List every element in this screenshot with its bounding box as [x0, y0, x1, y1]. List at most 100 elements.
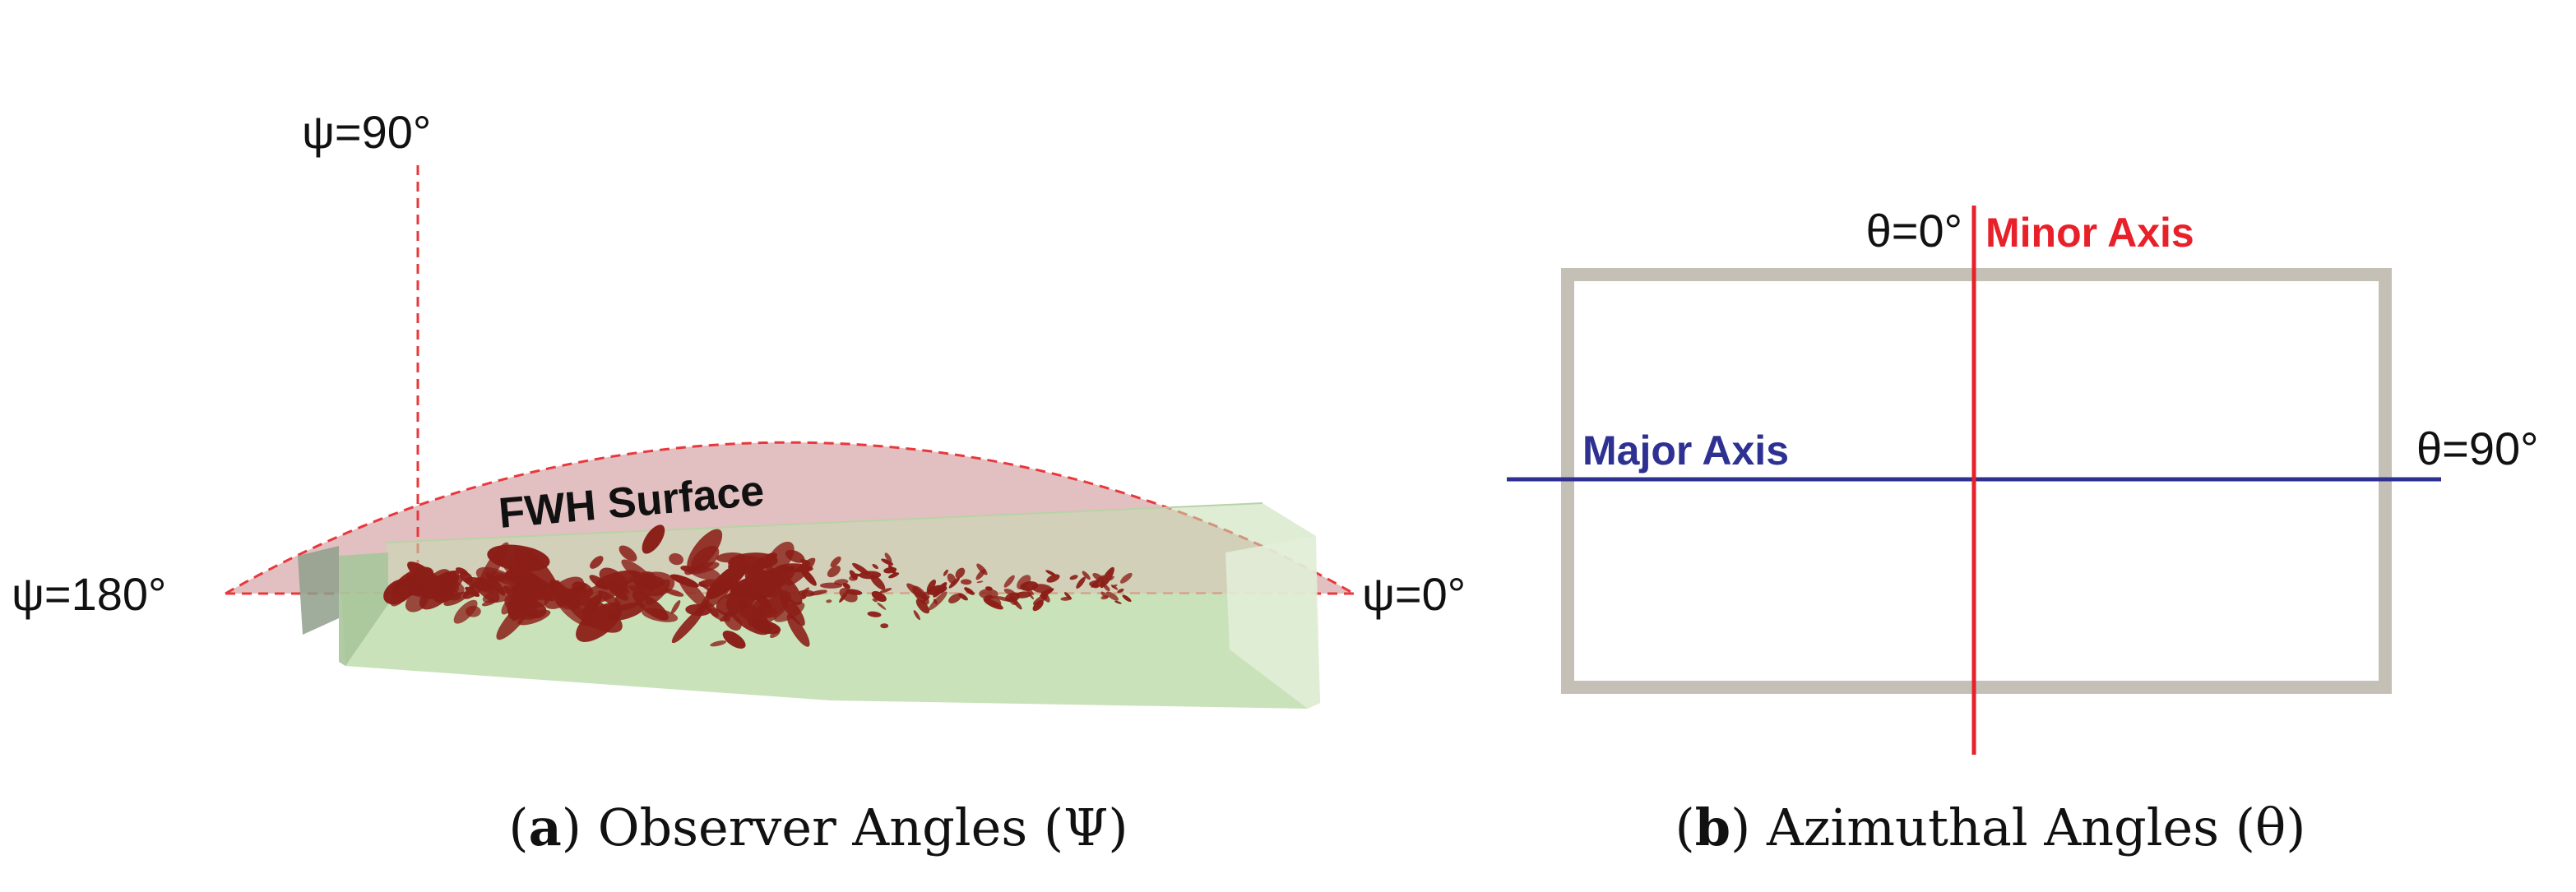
fwh-surface-top-face — [387, 503, 1316, 594]
vortex-blob — [800, 587, 809, 597]
vortex-blob — [716, 592, 749, 616]
vortex-blob — [485, 571, 506, 596]
vortex-blob — [698, 581, 712, 593]
vortex-blob — [872, 563, 879, 570]
panel-b-azimuthal-angles: θ=0° Minor Axis Major Axis θ=90° — [1507, 205, 2539, 755]
major-axis-label: Major Axis — [1582, 428, 1789, 474]
vortex-blob — [619, 545, 637, 562]
vortex-blob — [888, 572, 900, 579]
fwh-surface-front-face — [341, 594, 1320, 709]
vortex-blob — [1105, 591, 1119, 601]
vortex-blob — [961, 579, 972, 585]
vortex-blob — [689, 566, 720, 580]
vortex-blob — [976, 580, 984, 584]
vortex-blob — [1109, 575, 1114, 581]
vortex-blob — [786, 614, 810, 647]
fwh-surface-end-cap — [1225, 536, 1320, 709]
vortex-blob — [670, 600, 681, 614]
vortex-blob — [687, 529, 723, 571]
vortex-blob — [947, 573, 957, 585]
vortex-blob — [405, 591, 429, 612]
vortex-blob — [1060, 596, 1073, 601]
vortex-blob — [955, 567, 966, 579]
caption-b-letter: b — [1695, 797, 1730, 857]
vortex-blob — [1092, 573, 1104, 581]
vortex-blob — [1103, 584, 1110, 592]
vortex-blob — [1015, 591, 1031, 599]
vortex-blob — [1076, 576, 1086, 589]
vortex-blob — [921, 596, 930, 603]
vortex-blob — [926, 579, 936, 593]
vortex-blob — [915, 599, 930, 614]
vortex-blob — [710, 640, 727, 647]
vortex-blob — [983, 599, 1003, 610]
vortex-blob — [671, 607, 705, 644]
vortex-blob — [766, 541, 795, 575]
caption-a-letter: a — [529, 797, 562, 857]
vortex-blob — [830, 556, 841, 567]
panel-a-observer-angles: ψ=90° ψ=180° ψ=0° FWH Surface — [12, 106, 1466, 709]
vortex-blob — [614, 571, 656, 611]
nozzle — [298, 546, 339, 635]
vortex-blob — [582, 603, 595, 614]
vortex-blob — [390, 585, 410, 607]
vortex-blob — [872, 599, 878, 603]
vortex-blob — [859, 571, 882, 580]
vortex-blob — [933, 599, 938, 605]
theta-90-label: θ=90° — [2416, 423, 2539, 474]
vortex-blob — [507, 578, 539, 616]
vortex-blob — [722, 631, 746, 649]
vortex-blob — [1117, 589, 1124, 594]
vortex-blob — [881, 558, 894, 566]
vortex-blob — [800, 594, 807, 599]
vortex-blob — [880, 623, 889, 629]
vortex-blob — [1110, 585, 1119, 590]
vortex-blob — [929, 591, 947, 611]
vortex-blob — [491, 574, 512, 581]
vortex-blob — [771, 580, 780, 589]
vortex-blob — [443, 591, 469, 606]
vortex-blob — [508, 566, 547, 589]
vortex-blob — [1017, 575, 1031, 589]
vortex-blob — [1045, 570, 1056, 576]
vortex-blob — [933, 582, 947, 598]
vortex-blob — [419, 578, 456, 610]
vortex-blob — [474, 577, 500, 603]
vortex-blob — [979, 589, 998, 599]
psi-0-label: ψ=0° — [1362, 568, 1466, 620]
vortex-blob — [995, 596, 1012, 602]
vortex-blob — [948, 594, 961, 603]
vortex-blob — [849, 575, 858, 581]
vortex-blob — [580, 617, 594, 628]
vortex-blob — [701, 578, 734, 610]
vortex-blob — [867, 611, 882, 617]
vortex-blob — [685, 603, 711, 617]
psi-90-label: ψ=90° — [302, 106, 431, 158]
theta-0-label: θ=0° — [1866, 205, 1962, 257]
vortex-blob — [642, 608, 679, 622]
vortex-blob — [1046, 574, 1060, 583]
vortex-blob — [645, 579, 670, 605]
vortex-blob — [786, 557, 816, 586]
vortex-blob — [665, 589, 684, 597]
vortex-blob — [465, 586, 480, 598]
caption-b: (b) Azimuthal Angles (θ) — [1675, 797, 2306, 857]
vortex-blob — [407, 562, 444, 590]
vortex-blob — [466, 605, 481, 617]
vortex-blob — [1003, 575, 1015, 588]
vortex-blob — [517, 609, 551, 626]
vortex-blob — [1122, 594, 1132, 603]
vortex-blob — [1091, 583, 1100, 589]
vortex-blob — [1082, 571, 1091, 580]
jet-vortex-structures — [383, 525, 1133, 649]
vortex-blob — [669, 552, 683, 566]
vortex-blob — [669, 574, 699, 588]
vortex-blob — [1069, 575, 1078, 580]
vortex-blob — [839, 588, 858, 603]
vortex-blob — [883, 566, 897, 574]
vortex-blob — [1119, 572, 1133, 584]
vortex-blob — [773, 602, 805, 622]
vortex-blob — [1032, 599, 1044, 612]
vortex-blob — [642, 525, 665, 554]
